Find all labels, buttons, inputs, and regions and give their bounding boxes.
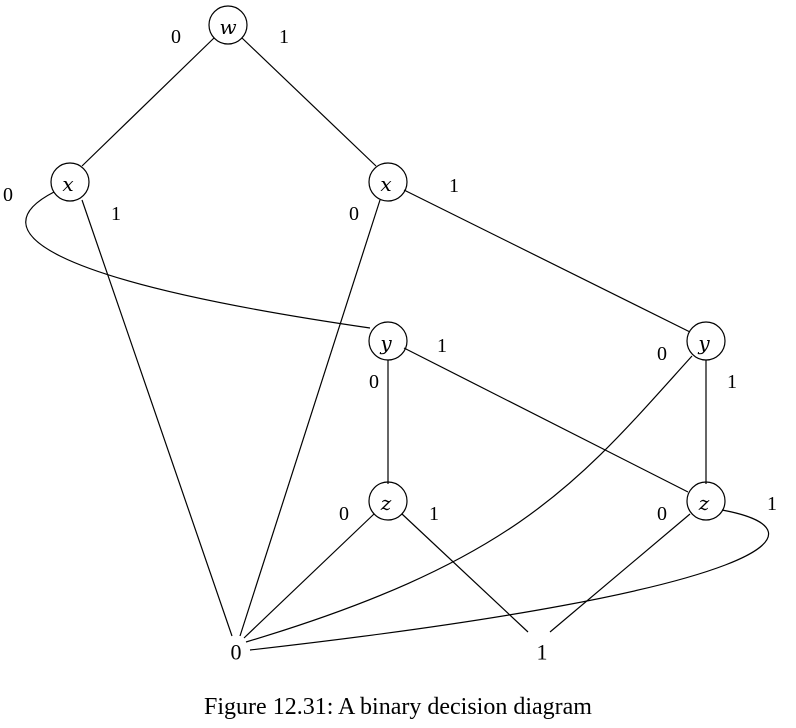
node-y-right-label: y <box>697 331 710 355</box>
edge-label-x-left-0: 0 <box>3 184 13 206</box>
edge-z-left-0-to-terminal-0 <box>243 513 375 639</box>
edge-label-x-right-1: 1 <box>449 175 459 197</box>
edge-label-z-left-0: 0 <box>339 503 349 525</box>
node-x-left-label: x <box>62 172 73 196</box>
node-z-left <box>368 481 408 521</box>
edge-label-w-0: 0 <box>171 26 181 48</box>
edge-x-right-1-to-y-right <box>403 189 691 333</box>
node-x-right-label: x <box>380 172 391 196</box>
edge-z-right-0-to-terminal-1 <box>549 513 691 633</box>
edge-z-right-1-to-terminal-0 <box>249 509 770 651</box>
node-y-left <box>368 321 408 361</box>
node-w-root-label: w <box>219 15 236 39</box>
node-x-left <box>50 162 90 202</box>
edge-label-z-left-1: 1 <box>429 503 439 525</box>
node-w-root <box>208 5 248 45</box>
edge-label-y-right-0: 0 <box>657 343 667 365</box>
edge-w-x-left <box>81 37 215 167</box>
edge-z-left-1-to-terminal-1 <box>401 513 529 633</box>
edge-x-left-0-to-y-left <box>25 191 371 329</box>
node-z-right <box>686 481 726 521</box>
node-z-right-label: z <box>698 491 710 515</box>
node-y-right <box>686 321 726 361</box>
node-y-left-label: y <box>379 331 392 355</box>
edge-label-x-right-0: 0 <box>349 203 359 225</box>
edge-label-x-left-1: 1 <box>111 203 121 225</box>
node-z-left-label: z <box>380 491 392 515</box>
terminal-zero: 0 <box>231 640 242 665</box>
edge-label-y-right-1: 1 <box>727 371 737 393</box>
terminal-one: 1 <box>537 640 548 665</box>
edge-label-y-left-0: 0 <box>369 371 379 393</box>
edge-label-z-right-1: 1 <box>767 493 777 515</box>
edge-label-z-right-0: 0 <box>657 503 667 525</box>
edge-label-y-left-1: 1 <box>437 335 447 357</box>
edge-y-left-1-to-z-right <box>403 347 689 493</box>
edge-w-x-right <box>241 37 377 167</box>
edge-x-left-1-to-terminal-0 <box>81 199 233 637</box>
edge-y-right-0-to-terminal-0 <box>245 355 693 643</box>
edge-x-right-0-to-terminal-0 <box>239 199 381 637</box>
figure-caption: Figure 12.31: A binary decision diagram <box>204 694 592 720</box>
edge-label-w-1: 1 <box>279 26 289 48</box>
node-x-right <box>368 162 408 202</box>
